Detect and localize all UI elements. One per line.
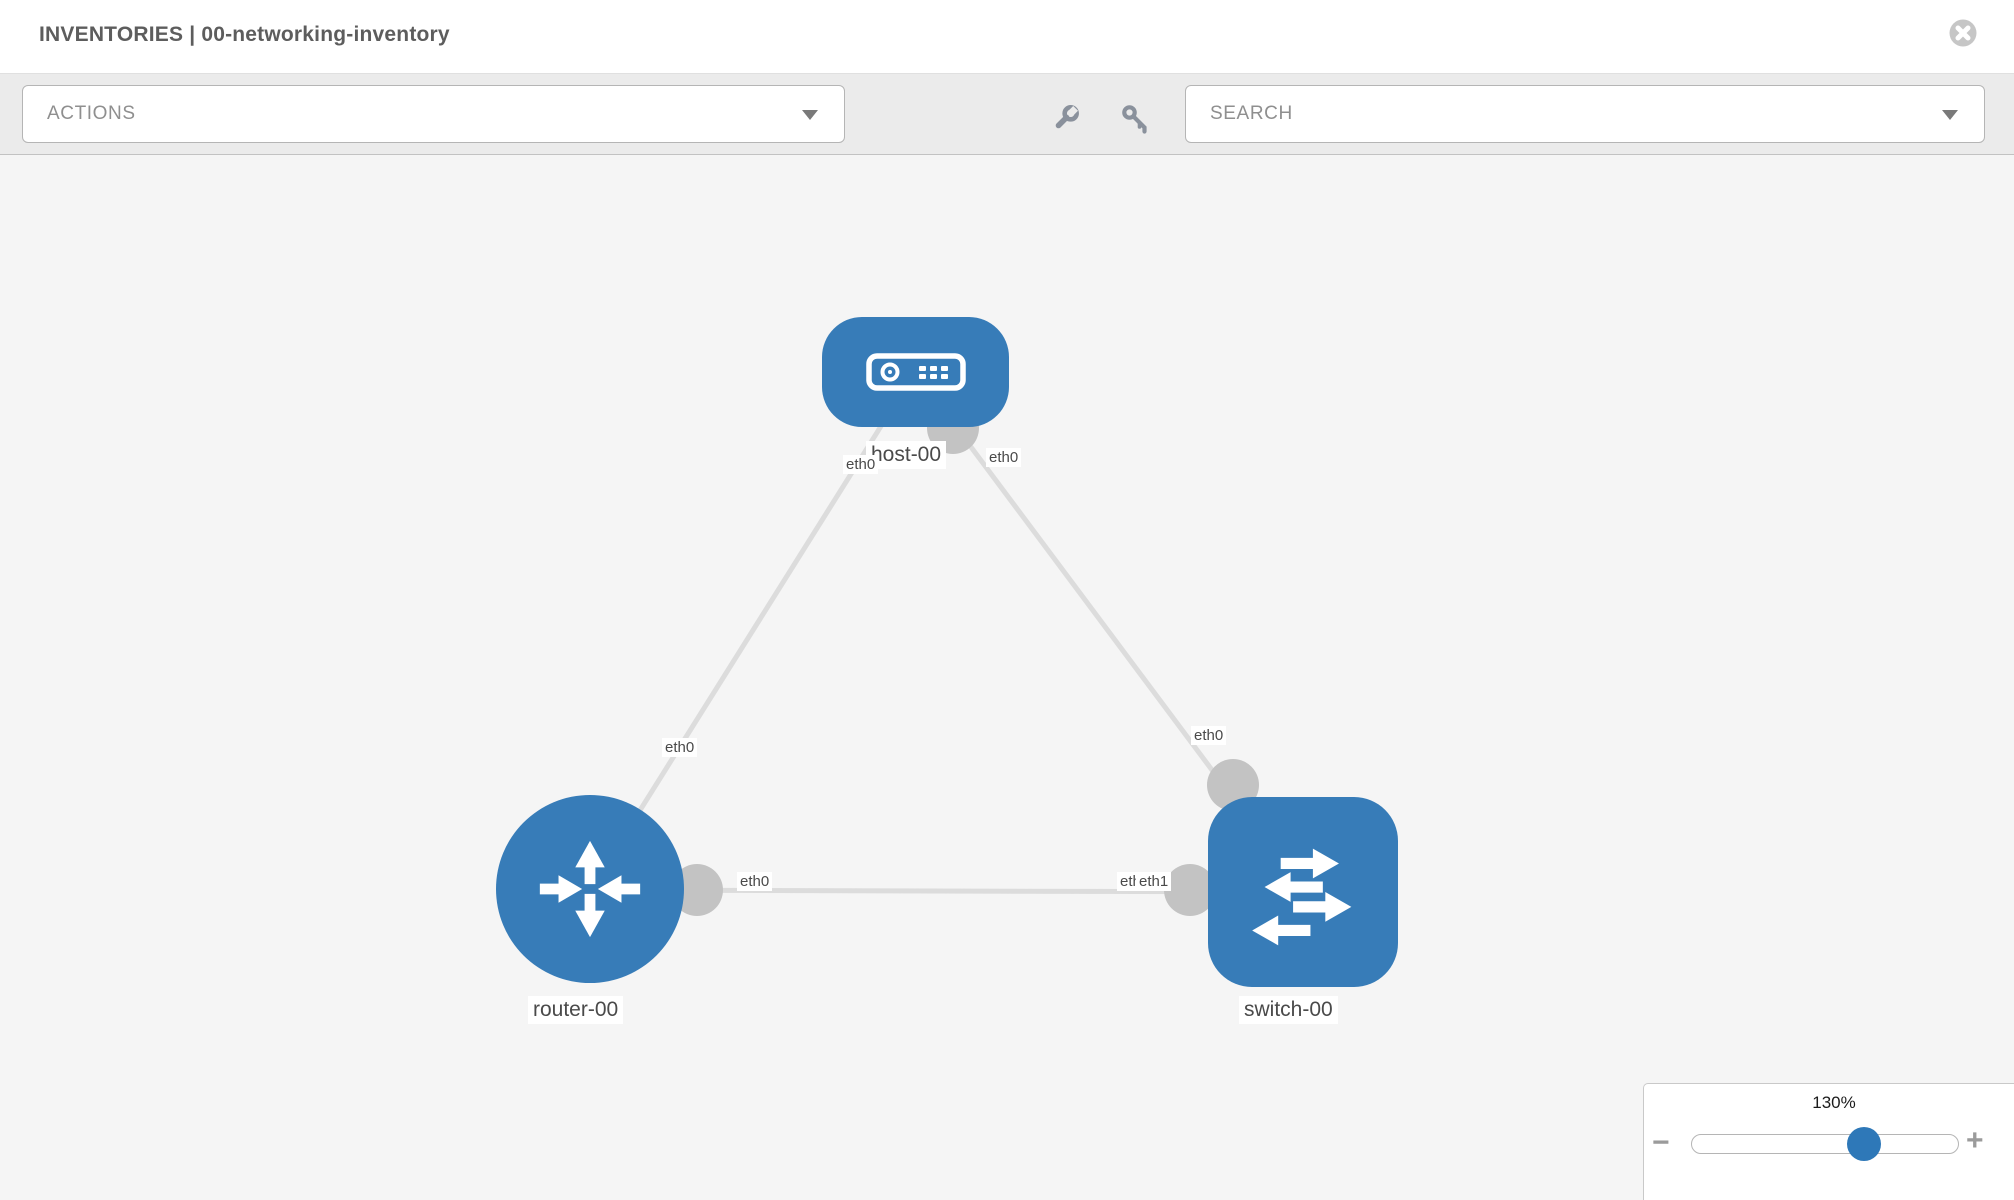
server-icon <box>865 353 966 391</box>
key-button[interactable] <box>1119 103 1151 135</box>
zoom-level-label: 130% <box>1812 1093 1856 1112</box>
iface-label-switch-left-front: eth1 <box>1136 872 1172 891</box>
chevron-down-icon <box>802 110 818 120</box>
node-label-switch: switch-00 <box>1239 996 1338 1024</box>
node-switch-00[interactable] <box>1208 797 1398 987</box>
chevron-down-icon <box>1942 110 1958 120</box>
iface-label-host-right: eth0 <box>986 448 1022 467</box>
node-label-router: router-00 <box>528 996 624 1024</box>
header: INVENTORIES | 00-networking-inventory <box>0 0 2014 73</box>
switch-icon <box>1252 848 1352 946</box>
router-icon <box>539 840 641 938</box>
wrench-button[interactable] <box>1049 103 1081 135</box>
search-dropdown-label: SEARCH <box>1210 103 1293 124</box>
iface-label-host-left: eth0 <box>843 455 879 474</box>
iface-label-router-right: eth0 <box>737 872 773 891</box>
zoom-in-button[interactable]: + <box>1966 1124 1984 1157</box>
wrench-icon <box>1055 105 1079 129</box>
node-label-host: host-00 <box>866 441 947 469</box>
search-dropdown[interactable]: SEARCH <box>1185 85 1985 143</box>
actions-dropdown-label: ACTIONS <box>47 103 136 124</box>
key-icon <box>1122 105 1147 134</box>
zoom-out-button[interactable]: − <box>1652 1126 1670 1159</box>
topology-canvas[interactable]: host-00 router-00 switch-00 eth0 eth0 et… <box>0 155 2014 1200</box>
zoom-panel: 130% − + <box>1643 1083 2014 1200</box>
connector-switch-eth1 <box>1164 864 1216 916</box>
toolbar: ACTIONS SEARCH <box>0 73 2014 155</box>
iface-label-switch-top: eth0 <box>1191 726 1227 745</box>
connector-router-eth0 <box>671 864 723 916</box>
zoom-slider-thumb[interactable] <box>1847 1127 1881 1161</box>
close-button[interactable] <box>1949 19 1977 47</box>
links-layer <box>587 370 1306 916</box>
iface-label-router-top: eth0 <box>662 738 698 757</box>
zoom-slider[interactable] <box>1691 1134 1959 1154</box>
actions-dropdown[interactable]: ACTIONS <box>22 85 845 143</box>
node-router-00[interactable] <box>496 795 684 983</box>
node-host-00[interactable] <box>822 317 1009 427</box>
close-icon <box>1949 19 1977 47</box>
page-title: INVENTORIES | 00-networking-inventory <box>39 23 450 46</box>
